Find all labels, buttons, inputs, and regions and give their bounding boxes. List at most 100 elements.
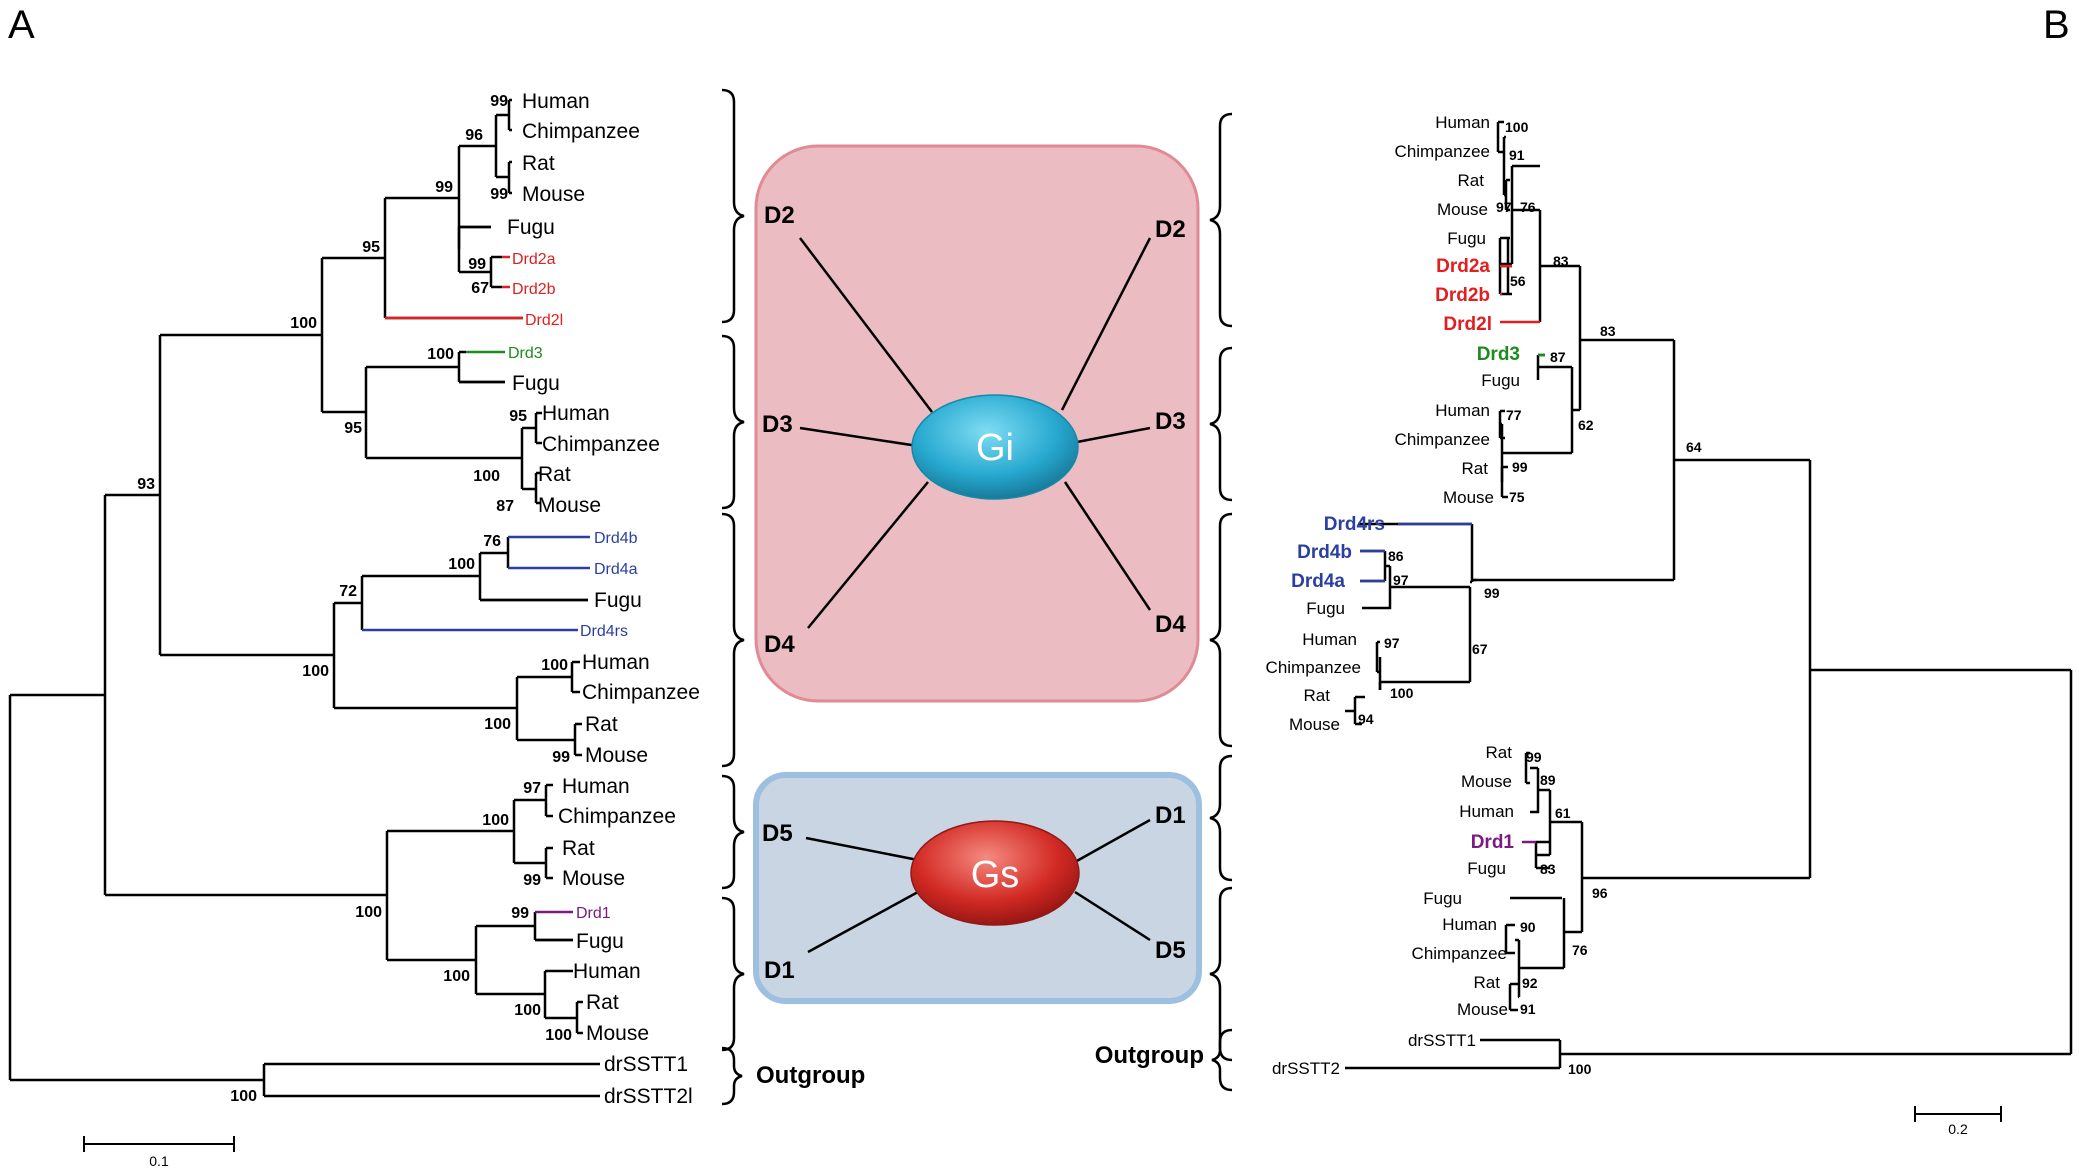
gs-label: Gs — [971, 854, 1020, 896]
support-a: 99 — [511, 905, 529, 922]
leaf-b-rat-d5: Rat — [1486, 743, 1513, 762]
support-b: 99 — [1512, 459, 1528, 475]
leaf-a-rat-d4: Rat — [585, 713, 618, 736]
support-b: 76 — [1572, 942, 1588, 958]
leaf-a-mouse-d1: Mouse — [586, 1022, 649, 1045]
outgroup-left-label: Outgroup — [756, 1062, 865, 1089]
braces-right — [1209, 112, 1233, 1092]
leaf-a-chimp-d4: Chimpanzee — [582, 681, 700, 704]
support-b: 100 — [1390, 685, 1414, 701]
tree-a-support: 99 96 99 99 99 67 95 100 95 100 87 95 10… — [137, 93, 572, 1105]
gi-right-d2: D2 — [1155, 216, 1186, 243]
leaf-a-mouse-d5: Mouse — [562, 867, 625, 890]
support-b: 99 — [1484, 585, 1500, 601]
support-b: 99 — [1526, 749, 1542, 765]
leaf-b-fugu-d1: Fugu — [1467, 859, 1506, 878]
leaf-a-rat-d2: Rat — [522, 152, 555, 175]
support-b: 97 — [1496, 199, 1512, 215]
leaf-a-mouse-d4: Mouse — [585, 744, 648, 767]
leaf-a-human-d3: Human — [542, 402, 610, 425]
gi-left-d4: D4 — [764, 631, 795, 658]
support-a: 95 — [362, 239, 380, 256]
leaf-b-drd3: Drd3 — [1477, 344, 1520, 365]
leaf-a-drd4b: Drd4b — [594, 530, 638, 547]
leaf-b-mouse-d3: Mouse — [1443, 488, 1494, 507]
support-b: 83 — [1600, 323, 1616, 339]
gs-connectors — [805, 818, 1151, 954]
leaf-a-rat-d3: Rat — [538, 463, 571, 486]
leaf-b-human-d1: Human — [1442, 915, 1497, 934]
support-a: 100 — [482, 812, 509, 829]
support-b: 83 — [1540, 861, 1556, 877]
leaf-b-drd2a: Drd2a — [1436, 256, 1490, 277]
gs-panel: Gs D5 D1 D1 D5 — [753, 772, 1202, 1004]
leaf-b-rat-d1: Rat — [1474, 973, 1501, 992]
support-b: 91 — [1509, 147, 1525, 163]
leaf-a-drd2l: Drd2l — [525, 312, 563, 329]
scale-bar-b — [1914, 1106, 2002, 1122]
leaf-b-rat-d2: Rat — [1458, 171, 1485, 190]
support-a: 100 — [545, 1027, 572, 1044]
support-a: 99 — [490, 186, 508, 203]
leaf-b-drd4a: Drd4a — [1291, 571, 1345, 592]
tree-a-branches-final — [8, 98, 600, 1098]
tree-b-leaves: Human Chimpanzee Rat Mouse Fugu Drd2a Dr… — [1266, 113, 1520, 1078]
support-b: 76 — [1520, 199, 1536, 215]
outgroup-right-label: Outgroup — [1095, 1042, 1204, 1069]
support-b: 94 — [1358, 711, 1374, 727]
leaf-b-human-d5: Human — [1459, 802, 1514, 821]
gs-left-d5: D5 — [762, 820, 793, 847]
leaf-b-fugu-d3: Fugu — [1481, 371, 1520, 390]
support-b: 62 — [1578, 417, 1594, 433]
leaf-b-chimp-d1: Chimpanzee — [1412, 944, 1507, 963]
support-a: 99 — [523, 872, 541, 889]
scale-bar-a — [83, 1136, 235, 1152]
support-b: 97 — [1384, 635, 1400, 651]
panel-label-a: A — [8, 3, 35, 47]
support-a: 100 — [484, 716, 511, 733]
leaf-a-drd1: Drd1 — [576, 905, 611, 922]
support-a: 93 — [137, 476, 155, 493]
support-b: 86 — [1388, 548, 1404, 564]
leaf-b-sstt1: drSSTT1 — [1408, 1031, 1476, 1050]
support-a: 100 — [448, 556, 475, 573]
support-a: 100 — [541, 657, 568, 674]
support-a: 100 — [443, 968, 470, 985]
gs-left-d1: D1 — [764, 957, 795, 984]
support-a: 100 — [230, 1088, 257, 1105]
gi-left-d3: D3 — [762, 411, 793, 438]
leaf-b-fugu-d1b: Fugu — [1423, 889, 1462, 908]
support-a: 95 — [344, 420, 362, 437]
support-b: 83 — [1553, 253, 1569, 269]
support-b: 92 — [1522, 975, 1538, 991]
leaf-a-fugu-d4: Fugu — [594, 589, 642, 612]
support-a: 76 — [483, 533, 501, 550]
braces-left — [721, 88, 745, 1106]
gi-panel: Gi D2 D3 D4 D2 D3 D4 — [754, 144, 1200, 703]
gi-oval — [911, 394, 1079, 500]
support-a: 96 — [465, 127, 483, 144]
support-b: 89 — [1540, 772, 1556, 788]
leaf-b-mouse-d2: Mouse — [1437, 200, 1488, 219]
leaf-a-drd2a: Drd2a — [512, 251, 556, 268]
leaf-b-rat-d3: Rat — [1462, 459, 1489, 478]
panel-label-b: B — [2043, 3, 2070, 47]
leaf-a-rat-d5: Rat — [562, 837, 595, 860]
leaf-a-drd3: Drd3 — [508, 345, 543, 362]
leaf-b-human-d3: Human — [1435, 401, 1490, 420]
tree-b-support: 100 91 97 76 56 83 83 87 77 62 99 75 64 … — [1358, 119, 1702, 1077]
leaf-b-human-d4: Human — [1302, 630, 1357, 649]
tree-a-leaves: Human Chimpanzee Rat Mouse Fugu Drd2a Dr… — [507, 90, 700, 1108]
gi-right-d4: D4 — [1155, 611, 1186, 638]
leaf-b-fugu-d2: Fugu — [1447, 229, 1486, 248]
leaf-a-chimp-d3: Chimpanzee — [542, 433, 660, 456]
support-a: 87 — [496, 498, 514, 515]
leaf-a-rat-d1: Rat — [586, 991, 619, 1014]
support-b: 87 — [1550, 349, 1566, 365]
support-a: 67 — [471, 280, 489, 297]
support-b: 100 — [1505, 119, 1529, 135]
leaf-a-fugu-d3: Fugu — [512, 372, 560, 395]
leaf-a-fugu-d1: Fugu — [576, 930, 624, 953]
leaf-a-sstt1: drSSTT1 — [604, 1053, 688, 1076]
